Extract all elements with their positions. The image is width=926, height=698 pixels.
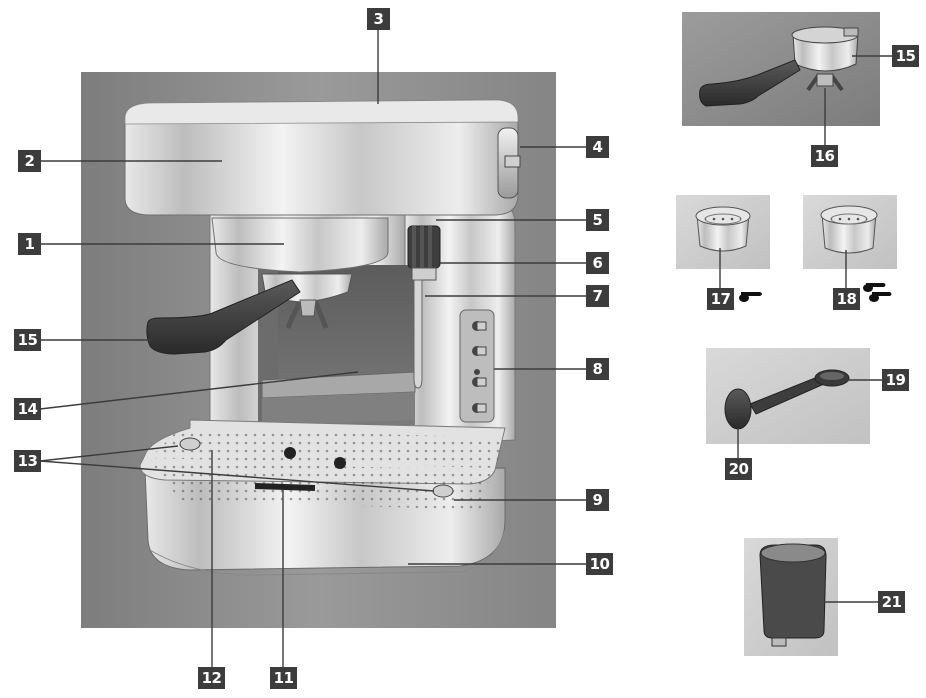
label-12: 12: [198, 667, 225, 689]
label-19: 19: [882, 369, 909, 391]
label-15-accessory: 15: [892, 45, 919, 67]
label-7: 7: [586, 285, 609, 307]
label-9: 9: [586, 489, 609, 511]
label-4: 4: [586, 136, 609, 158]
label-1: 1: [18, 233, 41, 255]
label-5: 5: [586, 209, 609, 231]
label-17: 17: [707, 288, 734, 310]
label-14: 14: [14, 398, 41, 420]
label-15-main: 15: [14, 329, 41, 351]
label-16: 16: [811, 145, 838, 167]
label-2: 2: [18, 150, 41, 172]
label-13: 13: [14, 450, 41, 472]
double-spoon-icon: [863, 283, 892, 302]
label-21: 21: [878, 591, 905, 613]
label-3: 3: [367, 8, 390, 30]
label-20: 20: [725, 458, 752, 480]
single-spoon-icon: [739, 292, 762, 302]
label-11: 11: [270, 667, 297, 689]
label-10: 10: [586, 553, 613, 575]
leader-lines: [39, 30, 892, 667]
label-8: 8: [586, 358, 609, 380]
label-18: 18: [833, 288, 860, 310]
label-6: 6: [586, 252, 609, 274]
